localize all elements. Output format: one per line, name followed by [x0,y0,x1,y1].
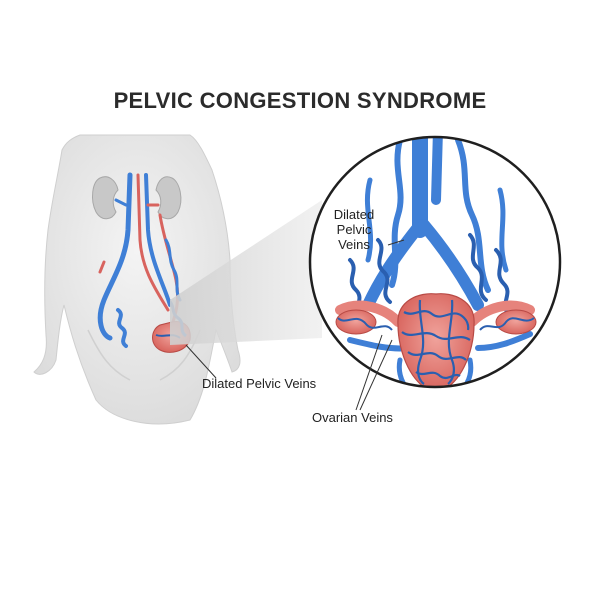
diagram-title: PELVIC CONGESTION SYNDROME [113,88,487,113]
ovarian-veins-label: Ovarian Veins [312,410,393,425]
body-veins [97,172,182,348]
body-dilated-pelvic-veins-label: Dilated Pelvic Veins [202,376,317,391]
leader-lines [185,239,405,411]
inset-label-line-3: Veins [338,237,370,252]
inset-dilated-pelvic-veins-label: Dilated Pelvic Veins [318,207,390,252]
inset-label-line-2: Pelvic [336,222,372,237]
inset-label-line-1: Dilated [333,207,375,222]
inset-magnified-view [308,135,562,389]
kidneys [92,176,182,220]
body-silhouette [33,134,241,425]
magnifier-cone [170,200,322,345]
